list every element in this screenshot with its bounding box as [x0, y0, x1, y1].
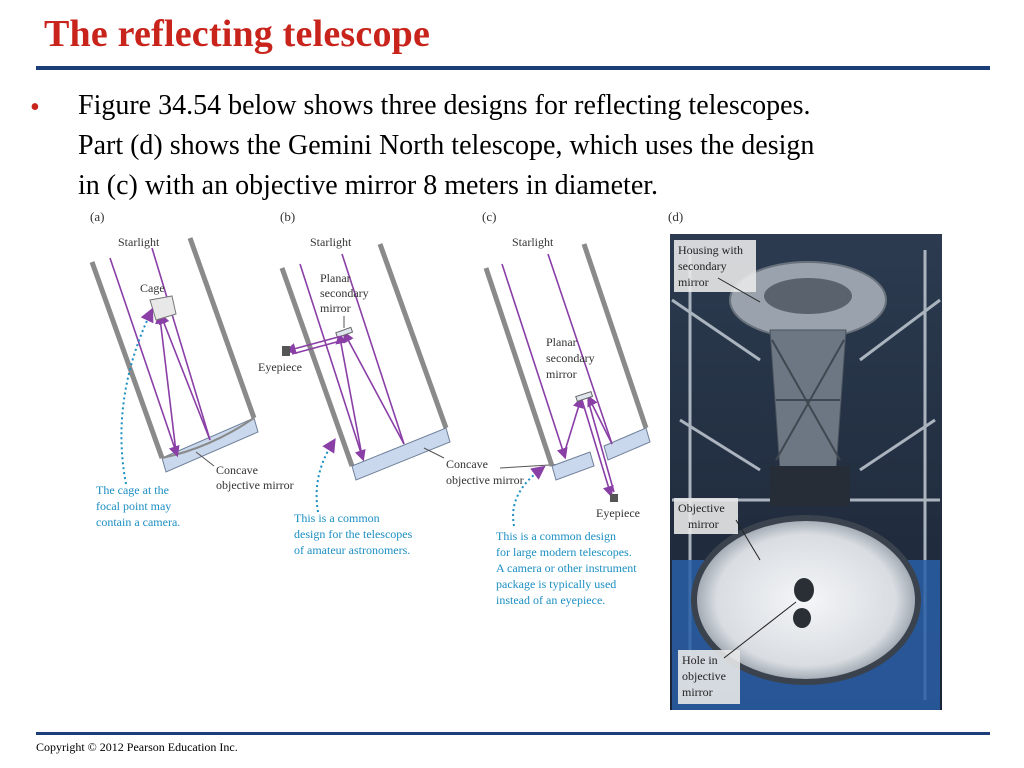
tube-wall — [581, 243, 649, 429]
bullet-line: Part (d) shows the Gemini North telescop… — [78, 130, 815, 161]
light-ray — [151, 247, 211, 441]
panel-b-label: (b) — [280, 209, 295, 224]
light-ray — [335, 332, 363, 457]
hole-label: Hole in objective mirror — [682, 653, 729, 699]
light-ray — [341, 253, 405, 445]
telescope-figure: (a) Starlight Cage Concave objective mir… — [89, 209, 942, 710]
light-ray — [109, 257, 180, 458]
title-underline — [36, 66, 990, 70]
panel-d-label: (d) — [668, 209, 683, 224]
light-ray — [587, 394, 613, 445]
tube-wall — [377, 243, 449, 429]
light-ray — [547, 253, 613, 445]
eyepiece — [610, 494, 618, 502]
caption-a: The cage at the focal point may contain … — [96, 483, 180, 529]
light-ray — [158, 312, 211, 441]
panel-a: (a) Starlight Cage Concave objective mir… — [89, 209, 294, 529]
starlight-label: Starlight — [512, 235, 554, 249]
tube-wall — [279, 267, 355, 467]
objective-mirror — [603, 427, 651, 461]
callout-arrow — [120, 307, 154, 485]
panel-d: (d) — [668, 209, 942, 710]
light-ray — [284, 335, 343, 354]
slide-title: The reflecting telescope — [44, 13, 431, 55]
objective-mirror — [551, 451, 595, 481]
objective-mirror-label: Objective mirror — [678, 501, 728, 531]
tube-wall — [187, 237, 257, 419]
copyright: Copyright © 2012 Pearson Education Inc. — [36, 740, 238, 754]
light-ray — [343, 331, 405, 445]
cage-label: Cage — [140, 281, 165, 295]
panel-c-label: (c) — [482, 209, 496, 224]
gemini-north-photo — [670, 234, 942, 710]
starlight-label: Starlight — [310, 235, 352, 249]
light-ray — [501, 263, 568, 460]
mirror-label: Concave objective mirror — [216, 463, 294, 492]
caption-b: This is a common design for the telescop… — [294, 511, 415, 557]
footer-rule — [36, 732, 990, 735]
callout-arrow — [315, 438, 336, 513]
light-ray — [563, 396, 584, 455]
mirror-label: Concave objective mirror — [446, 457, 524, 487]
tube-wall — [483, 267, 555, 467]
bullet-line: Figure 34.54 below shows three designs f… — [78, 90, 811, 121]
secondary-mirror — [335, 326, 354, 339]
panel-a-label: (a) — [90, 209, 104, 224]
panel-c: (c) Starlight Eyepiece Planar secondary … — [482, 209, 651, 607]
light-ray — [299, 263, 366, 462]
housing-label: Housing with secondary mirror — [678, 243, 746, 289]
secondary-mirror — [575, 390, 594, 402]
caption-c: This is a common design for large modern… — [496, 529, 640, 607]
light-ray — [155, 312, 177, 453]
light-ray — [581, 399, 614, 498]
bullet-text: Figure 34.54 below shows three designs f… — [78, 86, 988, 206]
bullet-marker: • — [30, 92, 40, 123]
eyepiece — [282, 346, 290, 356]
tube-wall — [89, 261, 165, 459]
callout-arrow — [512, 465, 546, 527]
starlight-label: Starlight — [118, 235, 160, 249]
secondary-mirror-label: Planar secondary mirror — [320, 271, 372, 315]
objective-mirror — [351, 427, 451, 481]
bullet-line: in (c) with an objective mirror 8 meters… — [78, 170, 659, 201]
cage — [149, 295, 177, 321]
eyepiece-label: Eyepiece — [596, 506, 640, 520]
panel-b: (b) Starlight Eyepiece Planar secondary … — [258, 209, 451, 557]
eyepiece-label: Eyepiece — [258, 360, 302, 374]
secondary-mirror-label: Planar secondary mirror — [546, 335, 598, 381]
